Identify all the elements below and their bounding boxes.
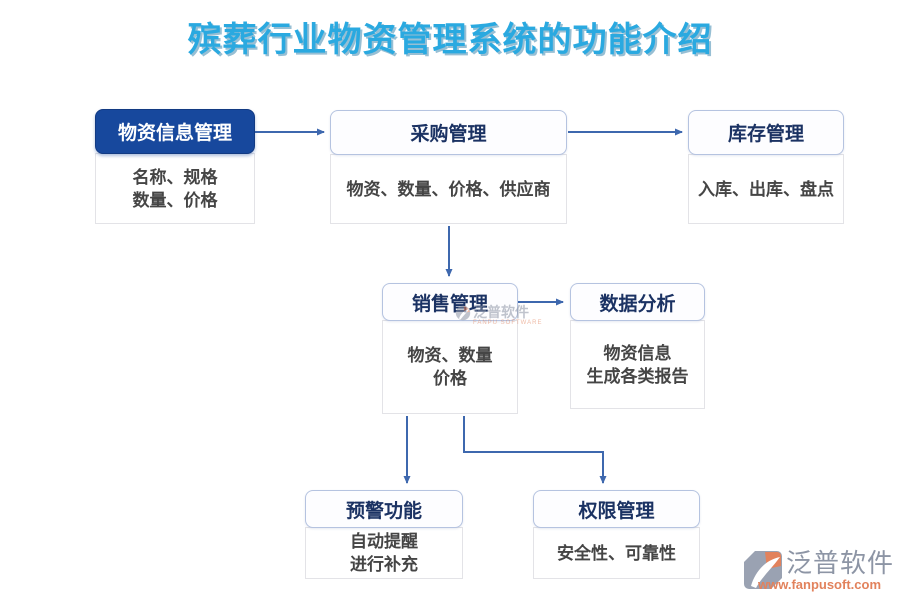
node-detail-line: 入库、出库、盘点 [698,179,834,199]
node-detail-line: 物资信息 [603,343,672,363]
fanpu-logo: 泛普软件 www.fanpusoft.com [743,549,894,592]
node-material-info: 物资信息管理 名称、规格 数量、价格 [95,109,255,224]
node-detail-line: 进行补充 [350,555,418,574]
node-detail-line: 数量、价格 [132,190,218,210]
node-sales-body: 物资、数量 价格 [382,320,518,414]
node-detail-line: 安全性、可靠性 [557,543,676,563]
node-detail-line: 自动提醒 [350,532,418,551]
node-detail-line: 价格 [433,369,467,388]
connector-sales-to-permission [463,416,607,484]
node-purchase: 采购管理 物资、数量、价格、供应商 [330,110,567,224]
node-warning-header: 预警功能 [305,490,463,528]
node-analysis: 数据分析 物资信息 生成各类报告 [570,283,705,409]
node-detail-line: 生成各类报告 [586,366,689,386]
node-warning: 预警功能 自动提醒 进行补充 [305,490,463,579]
node-label: 数据分析 [599,293,676,315]
logo-brand-text: 泛普软件 [785,548,894,578]
logo-url-text: www.fanpusoft.com [757,577,882,592]
center-watermark: 泛普软件 FANPU SOFTWARE [455,305,542,327]
page-title: 殡葬行业物资管理系统的功能介绍 [187,21,713,59]
node-label: 权限管理 [578,500,655,522]
node-label: 采购管理 [410,124,487,145]
node-material-info-body: 名称、规格 数量、价格 [95,153,255,224]
node-label: 库存管理 [727,124,804,145]
node-permission: 权限管理 安全性、可靠性 [533,490,700,579]
node-analysis-body: 物资信息 生成各类报告 [570,320,705,409]
node-inventory: 库存管理 入库、出库、盘点 [688,110,844,224]
node-purchase-body: 物资、数量、价格、供应商 [330,154,567,224]
node-permission-body: 安全性、可靠性 [533,527,700,579]
node-permission-header: 权限管理 [533,490,700,528]
node-sales: 销售管理 物资、数量 价格 [382,283,518,414]
node-detail-line: 物资、数量 [407,346,493,365]
node-purchase-header: 采购管理 [330,110,567,155]
node-analysis-header: 数据分析 [570,283,705,321]
node-inventory-header: 库存管理 [688,110,844,155]
watermark-subtext: FANPU SOFTWARE [473,320,543,326]
node-detail-line: 物资、数量、价格、供应商 [346,179,551,199]
node-material-info-header: 物资信息管理 [95,109,255,154]
node-label: 物资信息管理 [117,123,232,144]
node-inventory-body: 入库、出库、盘点 [688,154,844,224]
node-detail-line: 名称、规格 [132,167,218,187]
fanpu-logo-icon [455,305,471,321]
fanpu-logo-icon [743,551,782,589]
node-warning-body: 自动提醒 进行补充 [305,527,463,579]
watermark-brand: 泛普软件 [473,304,529,320]
node-label: 预警功能 [345,500,422,522]
